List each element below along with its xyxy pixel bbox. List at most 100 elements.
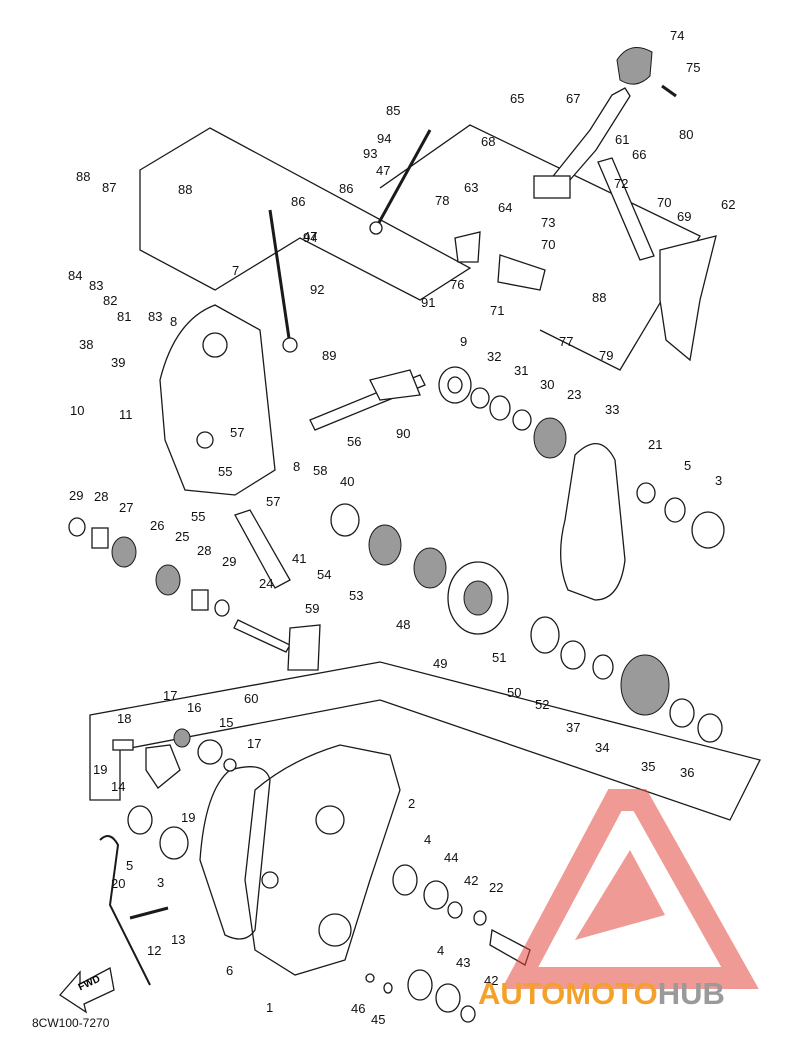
callout: 17 — [247, 736, 261, 751]
callout: 17 — [163, 688, 177, 703]
callout: 29 — [222, 554, 236, 569]
callout: 14 — [111, 779, 125, 794]
callout: 85 — [386, 103, 400, 118]
callout: 51 — [492, 650, 506, 665]
washer-46 — [365, 973, 375, 983]
bearing-31 — [489, 395, 511, 421]
callout: 28 — [94, 489, 108, 504]
small-bracket — [454, 231, 481, 263]
callout: 47 — [376, 163, 390, 178]
callout: 59 — [305, 601, 319, 616]
washer-29b — [214, 599, 230, 617]
callout: 77 — [559, 334, 573, 349]
callout: 57 — [266, 494, 280, 509]
bush-28b — [191, 589, 209, 611]
pin-18 — [112, 739, 134, 751]
callout: 9 — [460, 334, 467, 349]
callout: 11 — [119, 407, 133, 422]
diagram-code: 8CW100-7270 — [32, 1016, 110, 1030]
callout: 86 — [339, 181, 353, 196]
bearing-48 — [413, 547, 447, 589]
watermark-wordmark: AUTOMOTOHUB — [478, 976, 725, 1012]
drive-belt — [199, 766, 271, 940]
dipstick-20 — [99, 835, 151, 986]
transmission-cover — [159, 304, 276, 496]
seal-36 — [697, 713, 723, 743]
hub-50 — [530, 616, 560, 654]
callout: 69 — [677, 209, 691, 224]
callout: 20 — [111, 876, 125, 891]
callout: 57 — [230, 425, 244, 440]
shift-rod-mid — [268, 209, 292, 346]
collar-16 — [173, 728, 191, 748]
callout: 55 — [218, 464, 232, 479]
right-bracket — [659, 235, 717, 362]
washer-29 — [68, 517, 86, 537]
callout: 30 — [540, 377, 554, 392]
circlip-52 — [560, 640, 586, 670]
fwd-arrow — [59, 967, 115, 1014]
bearing-44 — [423, 880, 449, 910]
callout: 81 — [117, 309, 131, 324]
callout: 5 — [684, 458, 691, 473]
gear-25 — [155, 564, 181, 596]
callout: 42 — [484, 973, 498, 988]
plate-59 — [287, 624, 321, 671]
bearing-35 — [669, 698, 695, 728]
callout: 93 — [363, 146, 377, 161]
ring-15 — [197, 739, 223, 765]
shift-arm-lever — [369, 369, 421, 401]
watermark-word-part1: AUTOMOTO — [478, 976, 658, 1011]
washer-17 — [223, 758, 237, 772]
callout: 19 — [181, 810, 195, 825]
callout: 75 — [686, 60, 700, 75]
callout: 45 — [371, 1012, 385, 1027]
parts-drawing — [59, 47, 761, 1023]
seal-4b — [407, 969, 433, 1001]
callout: 73 — [541, 215, 555, 230]
callout: 25 — [175, 529, 189, 544]
callout: 52 — [535, 697, 549, 712]
callout: 15 — [219, 715, 233, 730]
callout: 33 — [605, 402, 619, 417]
callout: 47 — [303, 229, 317, 244]
watermark-logo — [501, 789, 759, 989]
plug-22 — [473, 910, 487, 926]
callout: 89 — [322, 348, 336, 363]
seal-4 — [392, 864, 418, 896]
lower-box-outline — [89, 661, 761, 821]
callout: 53 — [349, 588, 363, 603]
spacer-54 — [330, 503, 360, 537]
gear-27 — [111, 536, 137, 568]
callout: 88 — [76, 169, 90, 184]
callout: 78 — [435, 193, 449, 208]
callout: 70 — [541, 237, 555, 252]
callout: 4 — [437, 943, 444, 958]
callout: 61 — [615, 132, 629, 147]
callout: 24 — [259, 576, 273, 591]
callout: 90 — [396, 426, 410, 441]
shift-knob — [616, 47, 653, 85]
callout: 3 — [715, 473, 722, 488]
callout: 1 — [266, 1000, 273, 1015]
callout: 8 — [293, 459, 300, 474]
gear-23 — [533, 417, 567, 459]
collar-21 — [636, 482, 656, 504]
callout: 83 — [148, 309, 162, 324]
bolt-45 — [383, 982, 393, 994]
callout: 54 — [317, 567, 331, 582]
callout: 58 — [313, 463, 327, 478]
callout: 50 — [507, 685, 521, 700]
knob-pin — [661, 84, 677, 98]
bearing-3 — [691, 511, 725, 549]
callout-labels: 1 2 3 3 4 4 5 5 6 7 8 8 9 10 11 12 13 14… — [68, 28, 735, 1027]
callout: 5 — [126, 858, 133, 873]
bearing-9 — [438, 366, 472, 404]
bolt-12 — [129, 906, 169, 920]
callout: 67 — [566, 91, 580, 106]
callout: 10 — [70, 403, 84, 418]
callout: 62 — [721, 197, 735, 212]
callout: 72 — [614, 176, 628, 191]
callout: 71 — [490, 303, 504, 318]
